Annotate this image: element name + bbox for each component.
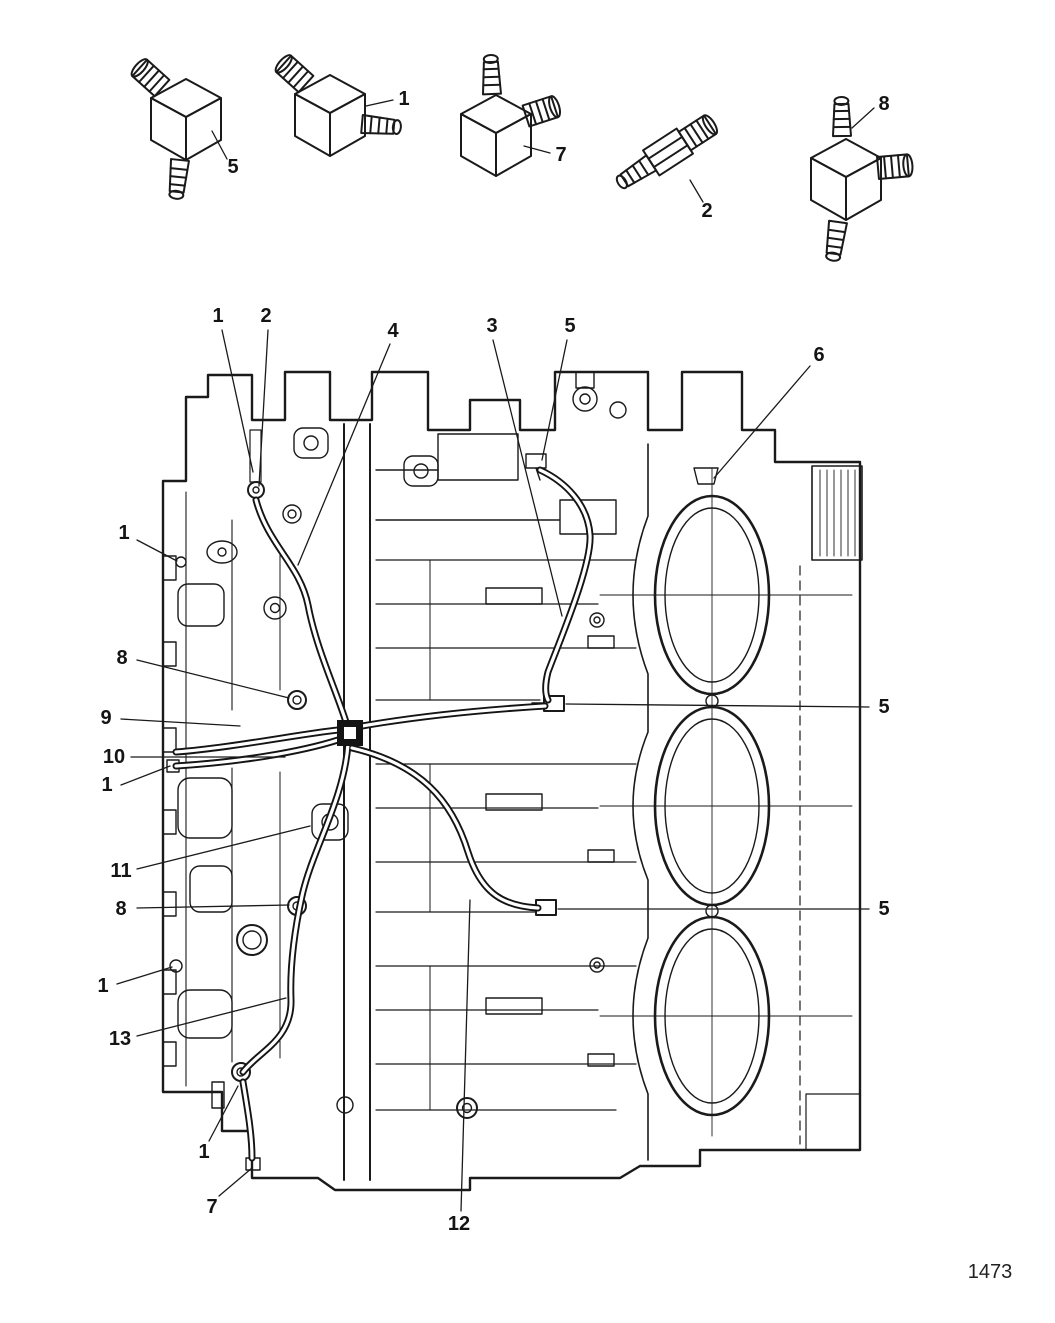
callout-label: 4 — [387, 320, 399, 342]
callout-label: 7 — [206, 1196, 218, 1218]
engine-block-outline — [161, 370, 862, 1192]
callout-label: 3 — [486, 315, 498, 337]
callout-label: 9 — [100, 707, 112, 729]
callout-label: 1 — [212, 305, 224, 327]
callout-label: 5 — [564, 315, 576, 337]
callout-label: 10 — [102, 746, 126, 768]
callout-label: 2 — [260, 305, 272, 327]
fitting-elbow-1-drawing — [272, 51, 403, 157]
callout-label: 11 — [110, 860, 132, 882]
fitting-label: 5 — [227, 156, 239, 178]
callout-label: 8 — [116, 647, 128, 669]
callout-label: 8 — [115, 898, 127, 920]
fitting-label: 8 — [878, 93, 890, 115]
bleed-hoses — [172, 466, 594, 1162]
callout-label: 5 — [878, 898, 890, 920]
leader-lines — [116, 99, 875, 1212]
fitting-elbow-5-drawing — [128, 55, 222, 201]
callout-label: 6 — [813, 344, 825, 366]
fitting-tee-8-drawing — [810, 95, 915, 263]
page-number: 1473 — [967, 1261, 1013, 1283]
callout-label: 1 — [101, 774, 113, 796]
callout-label: 12 — [447, 1213, 471, 1235]
fitting-elbow-7-drawing — [460, 53, 564, 177]
fitting-connector-2-drawing — [612, 112, 721, 193]
fitting-label: 1 — [398, 88, 410, 110]
callout-label: 13 — [108, 1028, 132, 1050]
callout-label: 1 — [97, 975, 109, 997]
callout-label: 1 — [198, 1141, 210, 1163]
callout-label: 5 — [878, 696, 890, 718]
fitting-label: 2 — [701, 200, 713, 222]
fitting-label: 7 — [555, 144, 567, 166]
callout-label: 1 — [118, 522, 130, 544]
engine-block-details — [162, 371, 863, 1181]
cylinder-bores — [599, 467, 853, 1137]
